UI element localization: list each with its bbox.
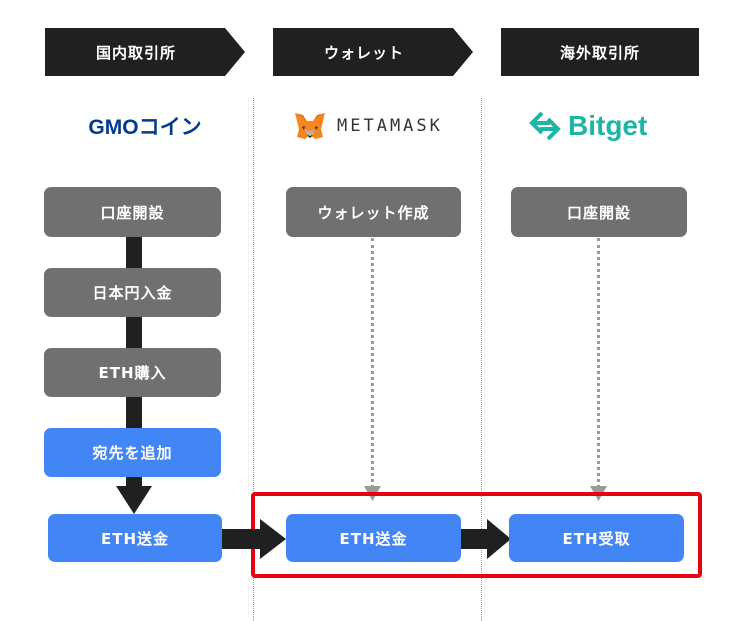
connector-bar-3 bbox=[126, 397, 142, 428]
header-domestic-exchange: 国内取引所 bbox=[95, 43, 176, 62]
right-arrow-icon-1 bbox=[222, 519, 286, 559]
step-open-account-1: 口座開設 bbox=[44, 187, 221, 237]
column-separator-2 bbox=[481, 98, 482, 621]
step-receive-eth: ETH受取 bbox=[509, 514, 684, 562]
bitget-logo-text: Bitget bbox=[568, 110, 648, 141]
down-arrow-icon bbox=[116, 486, 152, 514]
step-create-wallet: ウォレット作成 bbox=[286, 187, 461, 237]
metamask-logo: METAMASK bbox=[293, 108, 463, 144]
metamask-logo-text: METAMASK bbox=[337, 116, 443, 136]
bitget-arrows-icon bbox=[529, 111, 561, 141]
header-arrow-2 bbox=[273, 28, 473, 76]
column-separator-1 bbox=[253, 98, 254, 621]
connector-bar-4 bbox=[126, 477, 142, 487]
step-open-account-2: 口座開設 bbox=[511, 187, 687, 237]
step-deposit-jpy: 日本円入金 bbox=[44, 268, 221, 317]
header-wallet: ウォレット bbox=[323, 43, 404, 62]
dotted-connector-wallet bbox=[371, 238, 374, 488]
gmo-coin-logo: GMOコイン bbox=[60, 108, 230, 144]
bitget-logo: Bitget bbox=[528, 106, 678, 146]
step-add-destination: 宛先を追加 bbox=[44, 428, 221, 477]
step-send-eth-2: ETH送金 bbox=[286, 514, 461, 562]
right-arrow-icon-2 bbox=[461, 519, 511, 559]
header-overseas-exchange: 海外取引所 bbox=[501, 28, 699, 76]
header-arrow-1 bbox=[45, 28, 245, 76]
gmo-coin-logo-text: GMOコイン bbox=[88, 116, 202, 139]
step-buy-eth: ETH購入 bbox=[44, 348, 221, 397]
step-send-eth-1: ETH送金 bbox=[48, 514, 222, 562]
connector-bar-2 bbox=[126, 317, 142, 348]
fox-icon bbox=[295, 113, 325, 139]
dotted-connector-exchange bbox=[597, 238, 600, 488]
connector-bar-1 bbox=[126, 237, 142, 268]
